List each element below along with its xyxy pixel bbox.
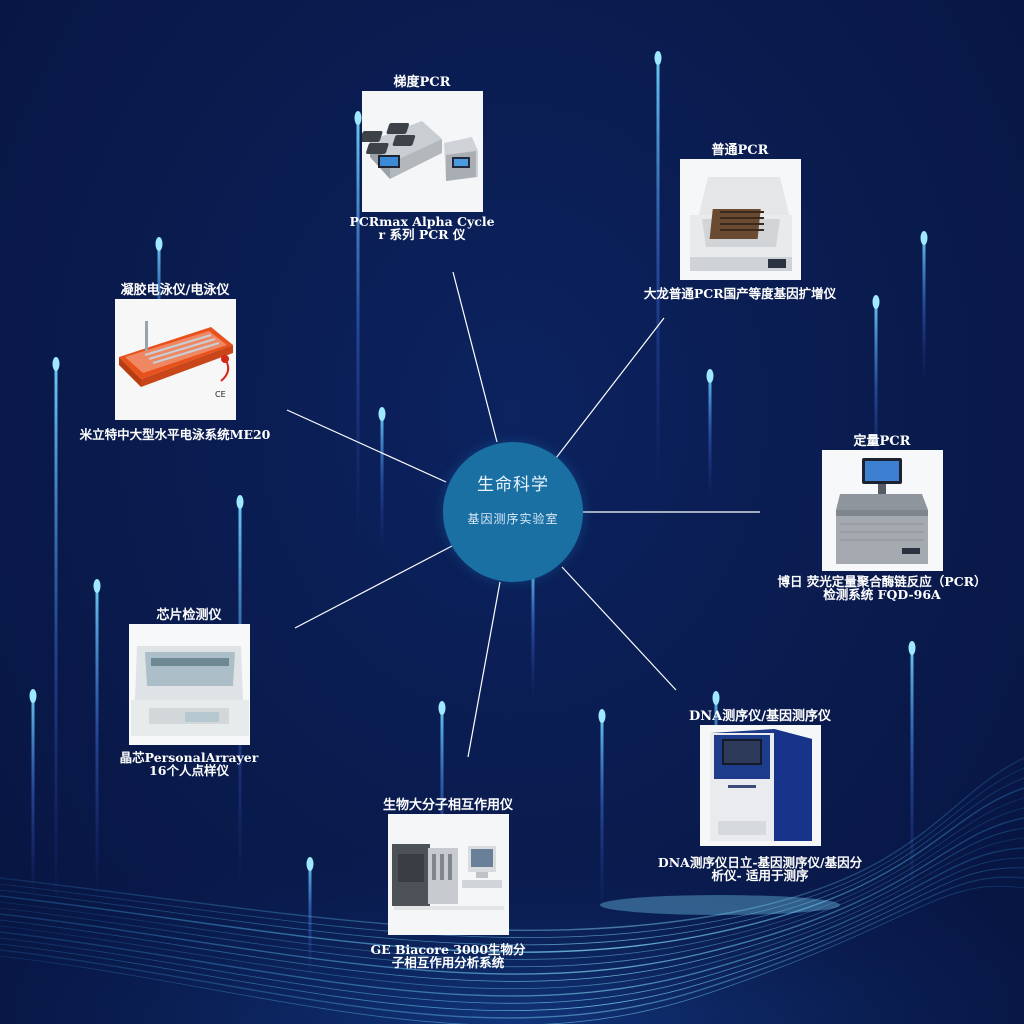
hub-subtitle: 基因测序实验室: [443, 510, 583, 527]
light-streak-head: [94, 579, 101, 593]
category-label: 普通PCR: [620, 143, 860, 159]
light-streak: [32, 690, 35, 900]
qpcr-instrument-image: [822, 450, 943, 571]
node-normal-pcr: 普通PCR 大龙普通PCR国产等度基因扩增仪: [620, 143, 860, 300]
hub-title: 生命科学: [443, 470, 583, 495]
gel-electrophoresis-image: CE: [115, 299, 236, 420]
node-biomolecular-interaction: 生物大分子相互作用仪 GE Biacore 3000生物分 子相互作用分析系统: [358, 798, 538, 969]
light-streak-head: [156, 237, 163, 251]
light-streak: [309, 858, 312, 978]
category-label: 芯片检测仪: [104, 608, 274, 624]
thermal-cycler-image: [680, 159, 801, 280]
category-label: 生物大分子相互作用仪: [358, 798, 538, 814]
category-label: 凝胶电泳仪/电泳仪: [60, 283, 290, 299]
light-streak: [381, 408, 384, 548]
pcr-cycler-image: [362, 91, 483, 212]
light-streak-head: [873, 295, 880, 309]
light-streak: [601, 710, 604, 910]
light-streak-head: [599, 709, 606, 723]
node-gradient-pcr: 梯度PCR PCRmax Alpha Cycle r 系列 PCR 仪: [342, 75, 502, 241]
light-streak: [923, 232, 926, 382]
node-qpcr: 定量PCR 博日 荧光定量聚合酶链反应（PCR） 检测系统 FQD-96A: [760, 434, 1004, 601]
desc-line-1: 米立特中大型水平电泳系统ME20: [60, 428, 290, 441]
node-dna-sequencer: DNA测序仪/基因测序仪 DNA测序仪日立-基因测序仪/基因分 析仪- 适用于测…: [640, 709, 880, 882]
node-gel-electrophoresis: 凝胶电泳仪/电泳仪 CE 米立特中大型水平电泳系统ME20: [60, 283, 290, 441]
desc-label: PCRmax Alpha Cycle r 系列 PCR 仪: [342, 215, 502, 241]
wave-glow: [600, 895, 840, 915]
chip-arrayer-image: [129, 624, 250, 745]
light-streak-head: [921, 231, 928, 245]
light-streak-head: [379, 407, 386, 421]
category-label: 梯度PCR: [342, 75, 502, 91]
desc-line-1: 大龙普通PCR国产等度基因扩增仪: [620, 287, 860, 300]
dna-sequencer-image: [700, 725, 821, 846]
light-streak: [55, 358, 58, 918]
desc-label: DNA测序仪日立-基因测序仪/基因分 析仪- 适用于测序: [640, 856, 880, 882]
biacore-system-image: [388, 814, 509, 935]
svg-text:CE: CE: [215, 390, 226, 399]
light-streak-head: [30, 689, 37, 703]
desc-label: GE Biacore 3000生物分 子相互作用分析系统: [358, 943, 538, 969]
desc-line-2: 16个人点样仪: [104, 764, 274, 777]
light-streak: [532, 560, 535, 700]
light-streak-head: [307, 857, 314, 871]
light-streak-head: [713, 691, 720, 705]
desc-label: 大龙普通PCR国产等度基因扩增仪: [620, 287, 860, 300]
desc-line-2: 检测系统 FQD-96A: [760, 588, 1004, 601]
category-label: 定量PCR: [760, 434, 1004, 450]
desc-line-2: 子相互作用分析系统: [358, 956, 538, 969]
light-streak: [709, 370, 712, 500]
light-streak-head: [439, 701, 446, 715]
desc-label: 米立特中大型水平电泳系统ME20: [60, 428, 290, 441]
desc-line-2: r 系列 PCR 仪: [342, 228, 502, 241]
desc-label: 晶芯PersonalArrayer 16个人点样仪: [104, 751, 274, 777]
desc-label: 博日 荧光定量聚合酶链反应（PCR） 检测系统 FQD-96A: [760, 575, 1004, 601]
node-chip-detector: 芯片检测仪 晶芯PersonalArrayer 16个人点样仪: [104, 608, 274, 777]
light-streak-head: [909, 641, 916, 655]
hub-circle: 生命科学 基因测序实验室: [443, 442, 583, 582]
light-streak-head: [655, 51, 662, 65]
desc-line-2: 析仪- 适用于测序: [640, 869, 880, 882]
light-streak-head: [53, 357, 60, 371]
category-label: DNA测序仪/基因测序仪: [640, 709, 880, 725]
light-streak: [96, 580, 99, 900]
light-streak-head: [707, 369, 714, 383]
light-streak-head: [237, 495, 244, 509]
